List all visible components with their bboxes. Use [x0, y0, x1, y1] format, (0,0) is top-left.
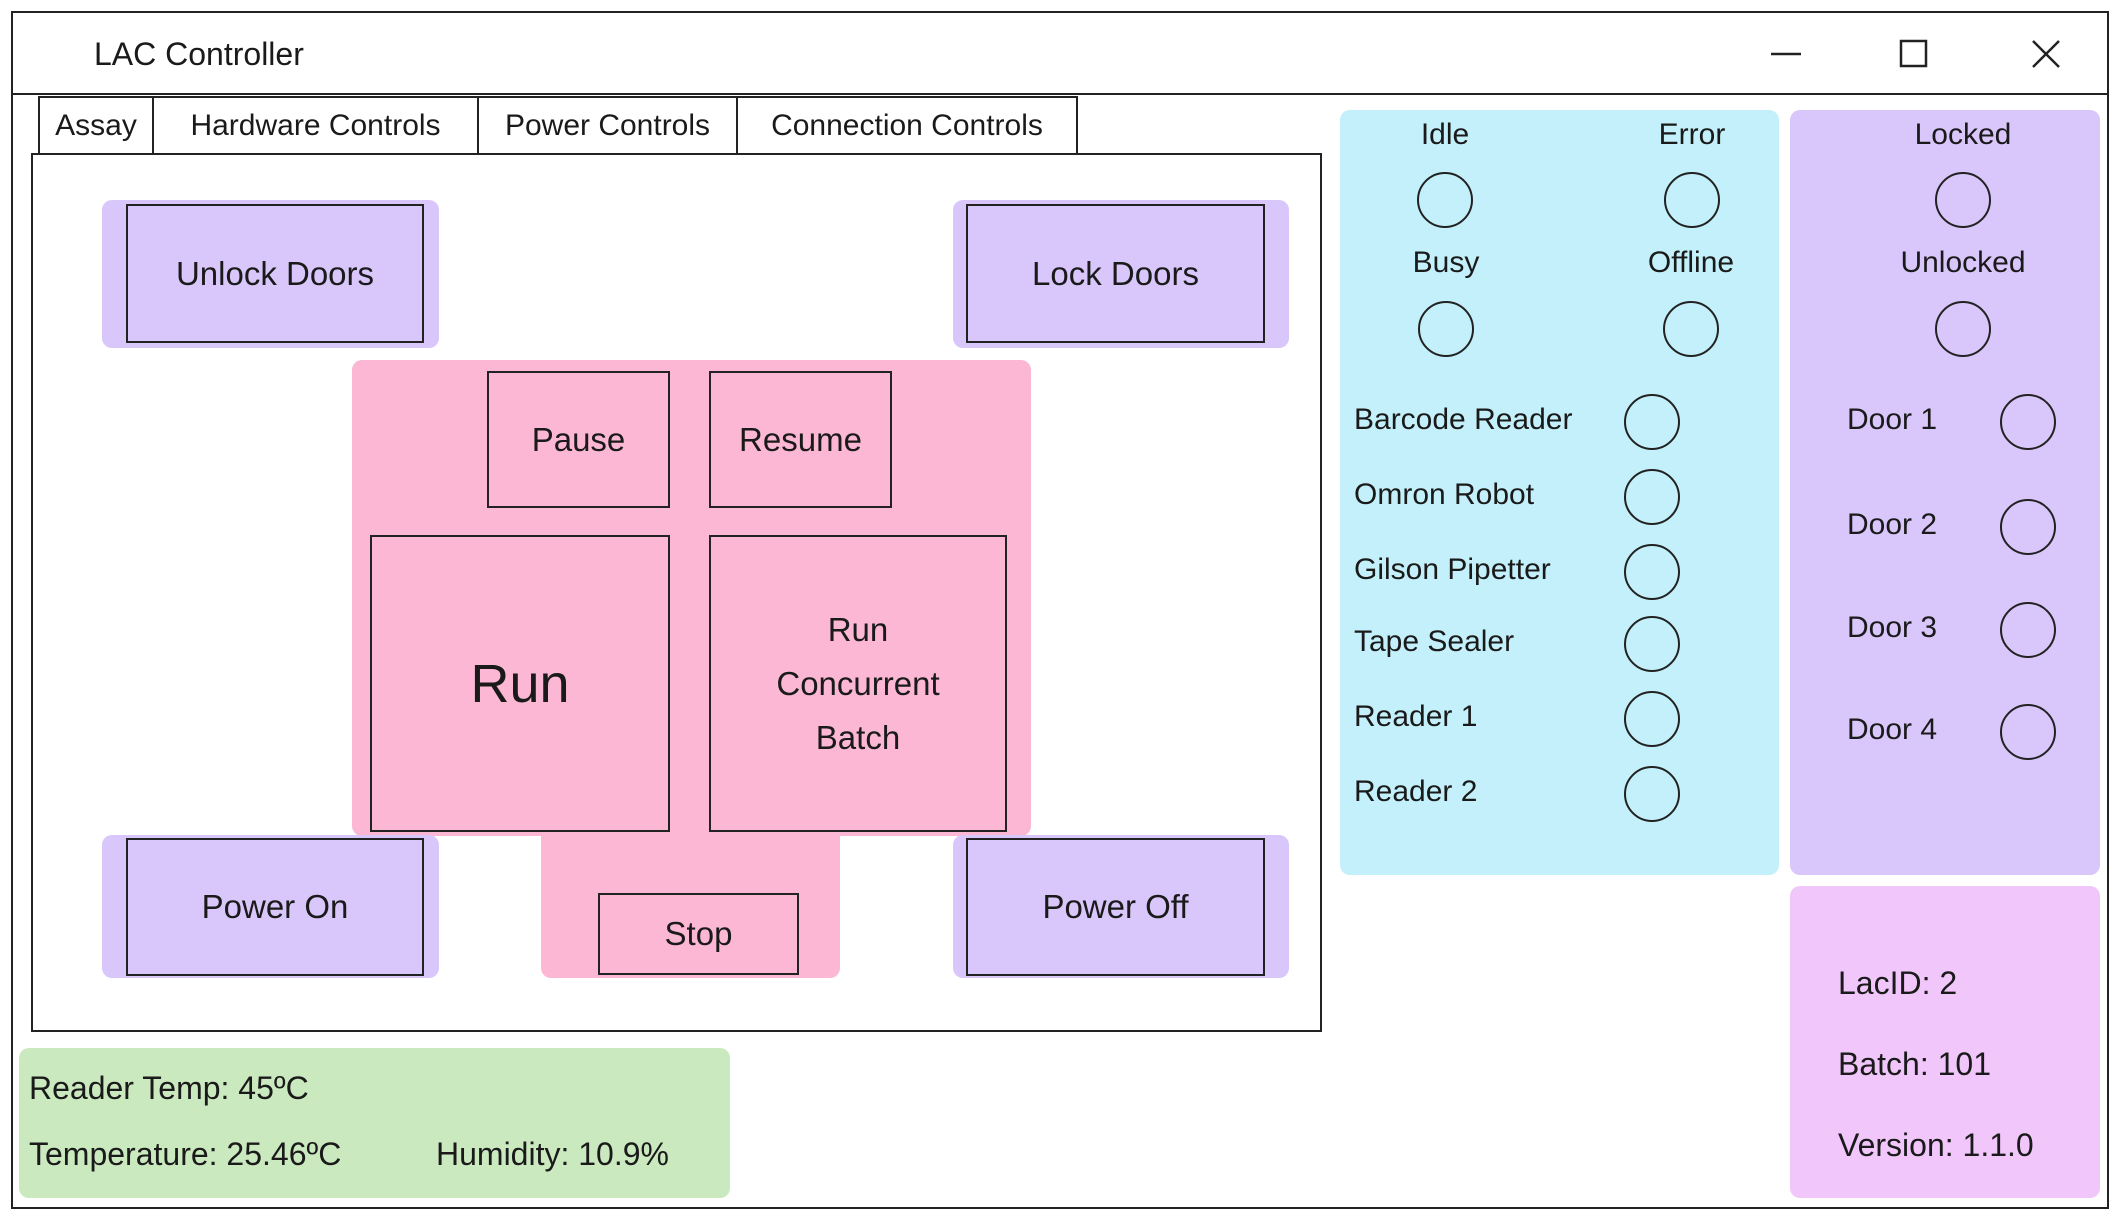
- tab-connection-controls[interactable]: Connection Controls: [736, 96, 1078, 154]
- device-label-reader-1: Reader 1: [1354, 700, 1478, 733]
- environment-panel: [19, 1048, 730, 1198]
- title-bar: [13, 13, 2107, 95]
- run-concurrent-label-line-3: Batch: [815, 718, 901, 756]
- unlock-doors-backdrop: [102, 200, 439, 348]
- batch-text: Batch: 101: [1838, 1046, 1991, 1082]
- device-indicator-omron-robot: [1624, 469, 1680, 525]
- run-concurrent-batch-button[interactable]: Run Concurrent Batch: [709, 535, 1007, 832]
- idle-label: Idle: [1420, 118, 1470, 151]
- lock-doors-backdrop: [953, 200, 1289, 348]
- resume-button[interactable]: Resume: [709, 371, 892, 508]
- door-indicator-2: [2000, 499, 2056, 555]
- error-label: Error: [1658, 118, 1726, 151]
- run-controls-backdrop: [352, 360, 1031, 836]
- stop-button[interactable]: Stop: [598, 893, 799, 975]
- reader-temp-text: Reader Temp: 45ºC: [29, 1070, 309, 1106]
- device-indicator-tape-sealer: [1624, 616, 1680, 672]
- device-label-barcode-reader: Barcode Reader: [1354, 403, 1573, 436]
- device-indicator-reader-2: [1624, 766, 1680, 822]
- door-indicator-3: [2000, 602, 2056, 658]
- offline-indicator: [1663, 301, 1719, 357]
- tab-hardware-controls[interactable]: Hardware Controls: [152, 96, 479, 154]
- device-indicator-barcode-reader: [1624, 394, 1680, 450]
- locked-indicator: [1935, 172, 1991, 228]
- minimize-icon[interactable]: [1756, 24, 1816, 84]
- lac-id-text: LacID: 2: [1838, 965, 1958, 1001]
- stop-backdrop: [541, 820, 840, 978]
- close-icon[interactable]: [2016, 24, 2076, 84]
- window-title: LAC Controller: [94, 36, 304, 72]
- info-panel: [1790, 886, 2100, 1198]
- door-label-2: Door 2: [1847, 508, 1938, 541]
- humidity-text: Humidity: 10.9%: [436, 1136, 669, 1172]
- unlock-doors-button[interactable]: Unlock Doors: [126, 204, 424, 343]
- device-indicator-reader-1: [1624, 691, 1680, 747]
- app-window: [11, 11, 2109, 1209]
- offline-label: Offline: [1647, 246, 1735, 279]
- door-indicator-4: [2000, 704, 2056, 760]
- busy-label: Busy: [1412, 246, 1480, 279]
- run-concurrent-label-line-1: Run: [827, 610, 889, 648]
- device-label-gilson-pipetter: Gilson Pipetter: [1354, 553, 1551, 586]
- pause-button[interactable]: Pause: [487, 371, 670, 508]
- error-indicator: [1664, 172, 1720, 228]
- unlocked-label: Unlocked: [1900, 246, 2026, 279]
- idle-indicator: [1417, 172, 1473, 228]
- device-indicator-gilson-pipetter: [1624, 544, 1680, 600]
- lock-doors-button[interactable]: Lock Doors: [966, 204, 1265, 343]
- tab-assay[interactable]: Assay: [38, 96, 154, 154]
- unlocked-indicator: [1935, 301, 1991, 357]
- device-label-tape-sealer: Tape Sealer: [1354, 625, 1515, 658]
- power-on-backdrop: [102, 835, 439, 978]
- run-concurrent-label-line-2: Concurrent: [776, 664, 940, 702]
- run-button[interactable]: Run: [370, 535, 670, 832]
- status-panel: [1340, 110, 1779, 875]
- hardware-controls-panel: [31, 153, 1322, 1032]
- tab-power-controls[interactable]: Power Controls: [477, 96, 738, 154]
- door-label-1: Door 1: [1847, 403, 1938, 436]
- door-label-3: Door 3: [1847, 611, 1938, 644]
- busy-indicator: [1418, 301, 1474, 357]
- door-label-4: Door 4: [1847, 713, 1938, 746]
- locked-label: Locked: [1914, 118, 2012, 151]
- door-lock-panel: [1790, 110, 2100, 875]
- device-label-reader-2: Reader 2: [1354, 775, 1478, 808]
- maximize-icon[interactable]: [1884, 24, 1944, 84]
- power-off-backdrop: [953, 835, 1289, 978]
- device-label-omron-robot: Omron Robot: [1354, 478, 1535, 511]
- door-indicator-1: [2000, 394, 2056, 450]
- version-text: Version: 1.1.0: [1838, 1127, 2034, 1163]
- power-off-button[interactable]: Power Off: [966, 838, 1265, 976]
- temperature-text: Temperature: 25.46ºC: [29, 1136, 342, 1172]
- power-on-button[interactable]: Power On: [126, 838, 424, 976]
